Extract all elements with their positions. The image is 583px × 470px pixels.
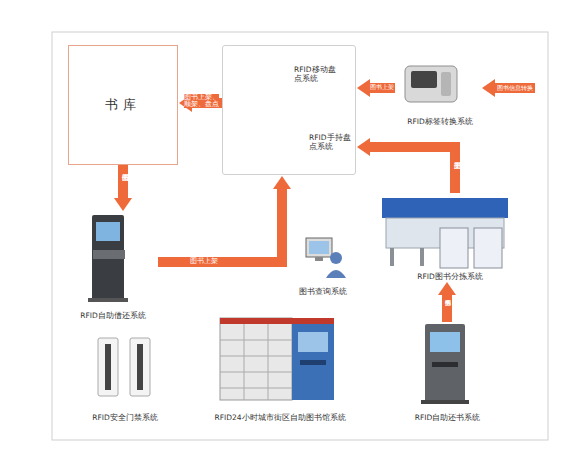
flow-arrow	[442, 295, 452, 322]
cabinet-row	[220, 356, 292, 357]
outer-frame	[52, 32, 548, 440]
arrow-label: 图书上架	[370, 84, 394, 90]
tag-converter	[405, 66, 457, 102]
checkout-kiosk	[88, 215, 128, 302]
device-caption: 图书查询系统	[292, 287, 354, 296]
flow-arrow	[370, 147, 455, 193]
arrow-label: 图书上架	[190, 258, 218, 265]
return-base	[421, 400, 469, 404]
cabinet-column	[268, 324, 269, 400]
flow-arrow	[158, 189, 282, 262]
security-gates	[98, 338, 150, 396]
top-band	[220, 318, 334, 324]
cabinet-row	[220, 340, 292, 341]
query-terminal	[306, 238, 346, 278]
flow-arrow	[370, 83, 395, 93]
device-node: RFID24小时城市街区自助图书馆系统	[205, 312, 355, 422]
device-caption: RFID24小时城市街区自助图书馆系统	[205, 413, 355, 422]
sorting-machine	[382, 198, 508, 268]
gate-panel	[130, 338, 150, 396]
device-caption: RFID安全门禁系统	[85, 413, 165, 422]
gate-stripe	[137, 344, 143, 390]
device-caption: RFID自助借还系统	[68, 311, 158, 320]
monitor-stand	[315, 257, 323, 261]
user-body	[326, 270, 346, 278]
user-head	[330, 252, 342, 264]
return-body	[425, 324, 465, 402]
cabinet-row	[220, 372, 292, 373]
inventory-box: RFID移动盘点系统 RFID手持盘点系统	[222, 45, 356, 175]
converter-panel	[441, 72, 451, 96]
return-slot	[432, 362, 458, 367]
cabinet-column	[244, 324, 245, 400]
book-cabinet	[220, 318, 292, 400]
kiosk-body	[92, 215, 124, 300]
system-name: RFID手持盘点系统	[309, 133, 353, 151]
device-caption: RFID自助还书系统	[400, 413, 495, 422]
converter-body	[405, 66, 457, 102]
sort-bin	[474, 228, 502, 268]
conveyor-leg	[390, 248, 394, 266]
storage-box: 书库	[68, 45, 178, 165]
street-library	[220, 318, 334, 400]
device-caption: RFID图书分拣系统	[375, 272, 525, 281]
device-caption: RFID标签转换系统	[395, 117, 485, 126]
sort-bin	[440, 228, 468, 268]
return-screen	[430, 332, 460, 352]
arrow-label: 图书信息转换	[497, 85, 533, 91]
flow-arrow	[118, 165, 128, 198]
conveyor-cover	[382, 198, 508, 218]
storage-title: 书库	[69, 46, 177, 164]
arrow-label: 图书上架、顺架、盘点	[184, 94, 219, 108]
device-node: RFID安全门禁系统	[85, 330, 165, 422]
kiosk-desk	[93, 250, 125, 259]
device-node: RFID标签转换系统	[395, 60, 485, 126]
library-slot	[300, 360, 326, 365]
return-machine	[421, 324, 469, 404]
conveyor-leg	[420, 248, 424, 266]
converter-pad	[411, 71, 437, 88]
system-name: RFID移动盘点系统	[294, 65, 342, 83]
device-node: RFID自助还书系统	[400, 322, 495, 422]
monitor-screen	[309, 241, 329, 254]
kiosk-base	[88, 298, 128, 302]
kiosk-screen	[96, 222, 120, 241]
info-arrow	[495, 83, 535, 93]
gate-panel	[98, 338, 118, 396]
library-kiosk	[292, 324, 334, 400]
device-node: RFID图书分拣系统	[375, 193, 525, 281]
gate-stripe	[105, 344, 111, 390]
device-node: 图书查询系统	[292, 232, 354, 296]
library-screen	[298, 332, 328, 352]
monitor	[306, 238, 332, 257]
cabinet-row	[220, 388, 292, 389]
device-node: RFID自助借还系统	[68, 212, 158, 320]
